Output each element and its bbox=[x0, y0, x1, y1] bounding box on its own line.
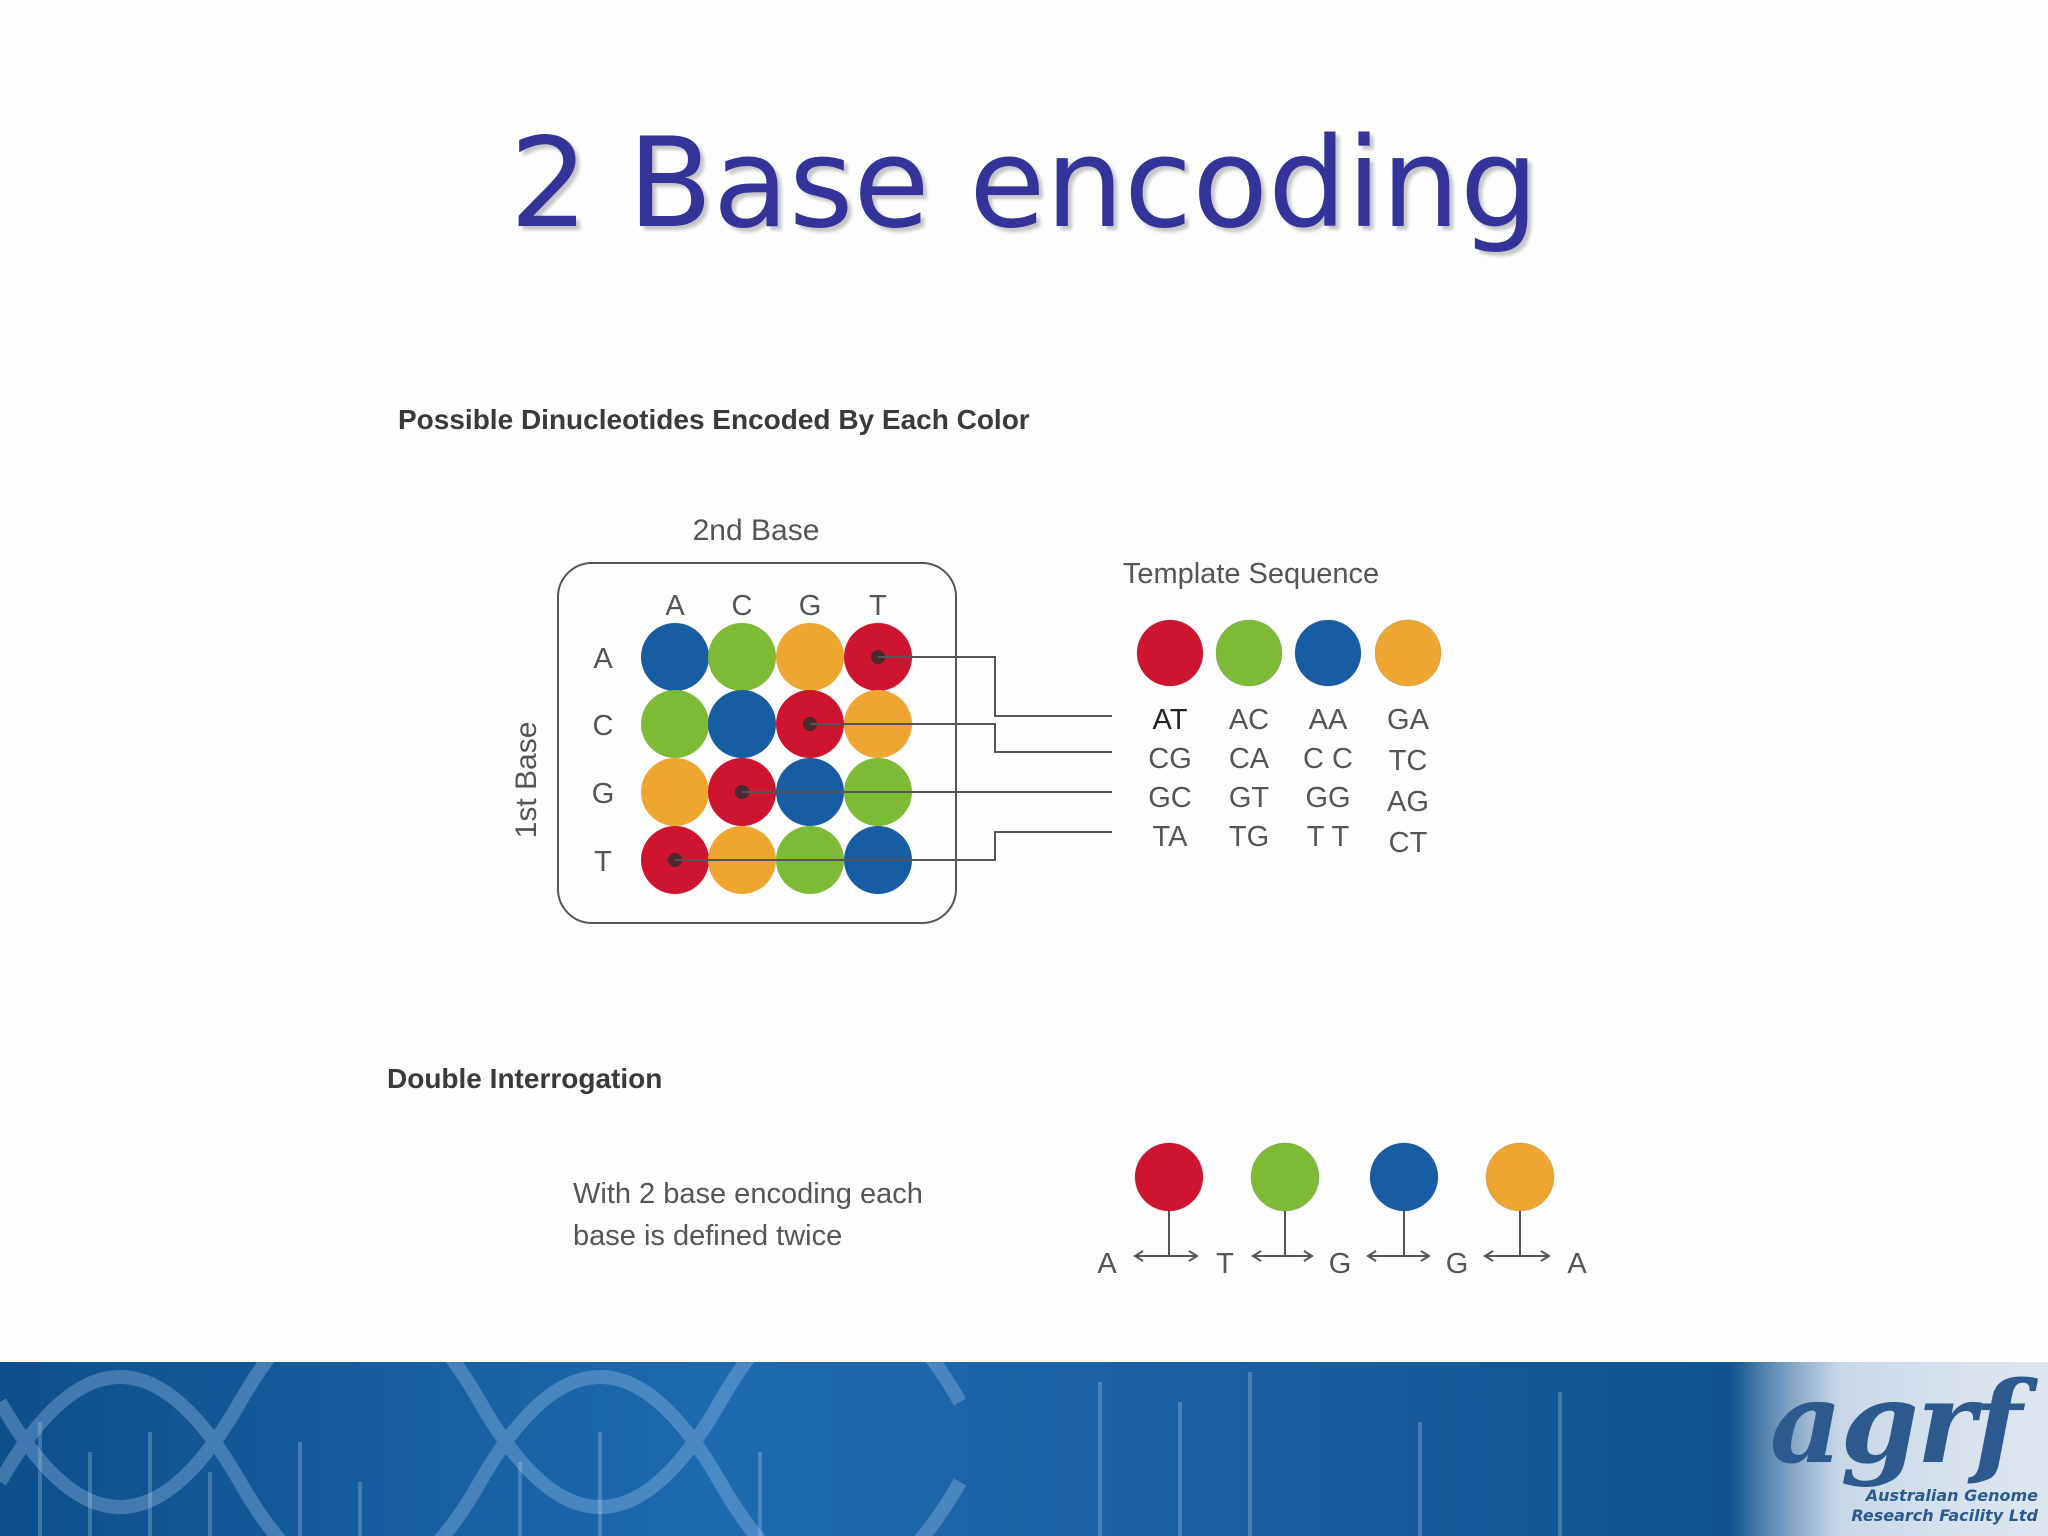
interrogation-base-label: G bbox=[1446, 1248, 1469, 1280]
arrow-head-left bbox=[1366, 1250, 1377, 1262]
matrix-cell-circle bbox=[708, 623, 776, 691]
connector-line bbox=[675, 831, 1112, 861]
interrogation-color-circle bbox=[1369, 1142, 1439, 1212]
dinucleotide-label: C C bbox=[1303, 743, 1353, 775]
interrogation-color-circle bbox=[1485, 1142, 1555, 1212]
arrow-head-left bbox=[1133, 1250, 1144, 1262]
matrix-top-label: 2nd Base bbox=[693, 514, 820, 547]
logo-subtitle-line1: Australian Genome bbox=[1865, 1486, 2038, 1505]
connector-line bbox=[878, 656, 1112, 717]
matrix-row-label: T bbox=[594, 846, 612, 878]
section-heading-double-interrogation: Double Interrogation bbox=[387, 1063, 663, 1094]
footer-banner: agrf Australian Genome Research Facility… bbox=[0, 1362, 2048, 1536]
matrix-cell-circle bbox=[776, 623, 844, 691]
interrogation-base-label: G bbox=[1329, 1248, 1352, 1280]
matrix-column-label: G bbox=[799, 590, 822, 622]
dinucleotide-label: AG bbox=[1387, 786, 1429, 818]
dinucleotide-label: CT bbox=[1389, 827, 1428, 859]
dinucleotide-label: GA bbox=[1387, 704, 1430, 736]
template-color-circle bbox=[1136, 619, 1204, 687]
dinucleotide-label: AC bbox=[1229, 704, 1269, 736]
section-heading-dinucleotides: Possible Dinucleotides Encoded By Each C… bbox=[398, 404, 1030, 435]
dinucleotide-label: TC bbox=[1389, 745, 1428, 777]
interrogation-color-circle bbox=[1250, 1142, 1320, 1212]
dinucleotide-label: CG bbox=[1148, 743, 1192, 775]
dna-helix-graphic bbox=[0, 1362, 1562, 1536]
arrow-head-right bbox=[1420, 1250, 1431, 1262]
slide-title: 2 Base encoding bbox=[509, 112, 1539, 256]
connector-line bbox=[810, 723, 1112, 753]
arrow-head-left bbox=[1251, 1250, 1262, 1262]
interrogation-base-label: A bbox=[1567, 1248, 1587, 1280]
matrix-cell-circle bbox=[641, 690, 709, 758]
matrix-cell-circle bbox=[641, 623, 709, 691]
arrow-head-right bbox=[1540, 1250, 1551, 1262]
matrix-column-label: T bbox=[869, 590, 887, 622]
interrogation-base-label: T bbox=[1216, 1248, 1234, 1280]
interrogation-text-line2: base is defined twice bbox=[573, 1220, 842, 1252]
template-color-circle bbox=[1215, 619, 1283, 687]
arrow-head-right bbox=[1303, 1250, 1314, 1262]
matrix-row-label: G bbox=[592, 778, 615, 810]
arrow-head-right bbox=[1188, 1250, 1199, 1262]
template-color-circle bbox=[1294, 619, 1362, 687]
dinucleotide-label: GC bbox=[1148, 782, 1192, 814]
matrix-row-label: C bbox=[593, 710, 614, 742]
dinucleotide-label: TG bbox=[1229, 821, 1269, 853]
template-sequence-label: Template Sequence bbox=[1123, 558, 1379, 590]
dinucleotide-label: TA bbox=[1153, 821, 1189, 853]
matrix-cell-circle bbox=[708, 690, 776, 758]
arrow-head-left bbox=[1483, 1250, 1494, 1262]
logo-wordmark: agrf bbox=[1769, 1362, 2022, 1489]
interrogation-color-circle bbox=[1134, 1142, 1204, 1212]
matrix-side-label: 1st Base bbox=[510, 722, 543, 839]
matrix-frame bbox=[557, 562, 957, 924]
logo-subtitle-line2: Research Facility Ltd bbox=[1851, 1506, 2038, 1525]
dinucleotide-label: CA bbox=[1229, 743, 1270, 775]
template-color-circle bbox=[1374, 619, 1442, 687]
agrf-logo: agrf Australian Genome Research Facility… bbox=[1728, 1362, 2048, 1536]
matrix-row-label: A bbox=[593, 643, 613, 675]
matrix-column-label: A bbox=[665, 590, 685, 622]
interrogation-text-line1: With 2 base encoding each bbox=[573, 1178, 923, 1210]
interrogation-base-label: A bbox=[1097, 1248, 1117, 1280]
dinucleotide-label: T T bbox=[1307, 821, 1350, 853]
dinucleotide-label: AT bbox=[1153, 704, 1188, 736]
matrix-column-label: C bbox=[732, 590, 753, 622]
dinucleotide-label: GT bbox=[1229, 782, 1270, 814]
matrix-cell-circle bbox=[641, 758, 709, 826]
dinucleotide-label: AA bbox=[1309, 704, 1348, 736]
dinucleotide-label: GG bbox=[1305, 782, 1350, 814]
